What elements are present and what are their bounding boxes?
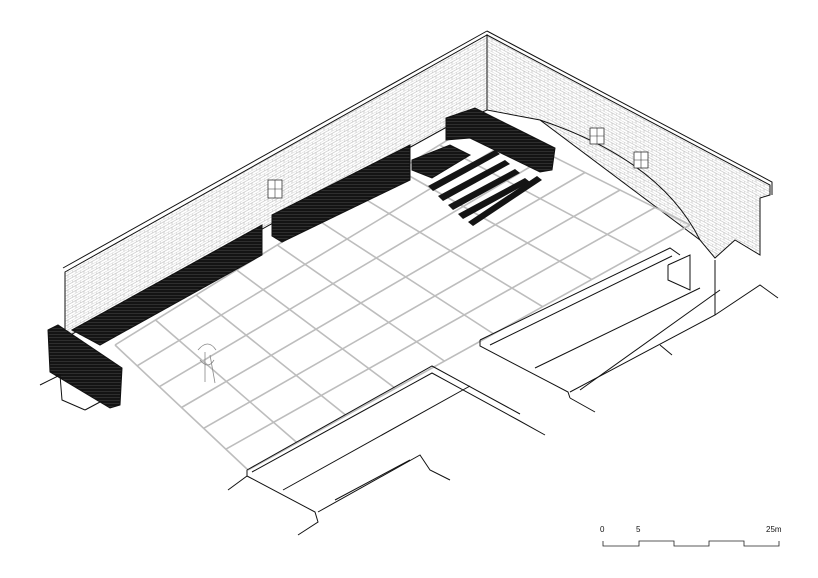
floor-grid-line	[225, 206, 656, 450]
floor-grid-line	[247, 224, 691, 471]
scale-bar: 0 5 25m	[600, 525, 782, 547]
floor-grid-line	[203, 189, 621, 430]
benches	[428, 150, 542, 226]
right-stage-pit	[479, 247, 779, 413]
right-brick-wall	[486, 30, 773, 259]
window-icon	[267, 179, 283, 199]
floor-grid-line	[181, 171, 586, 409]
floor-grid-line	[158, 154, 551, 388]
scale-label-5: 5	[636, 525, 641, 534]
front-stage-pit	[227, 365, 546, 536]
left-wall-base	[39, 374, 101, 411]
shelving-units	[47, 107, 556, 409]
scale-label-0: 0	[600, 525, 605, 534]
scale-label-25m: 25m	[766, 525, 782, 534]
window-icon	[633, 151, 649, 169]
window-icon	[589, 127, 605, 145]
person-figure	[197, 343, 217, 384]
